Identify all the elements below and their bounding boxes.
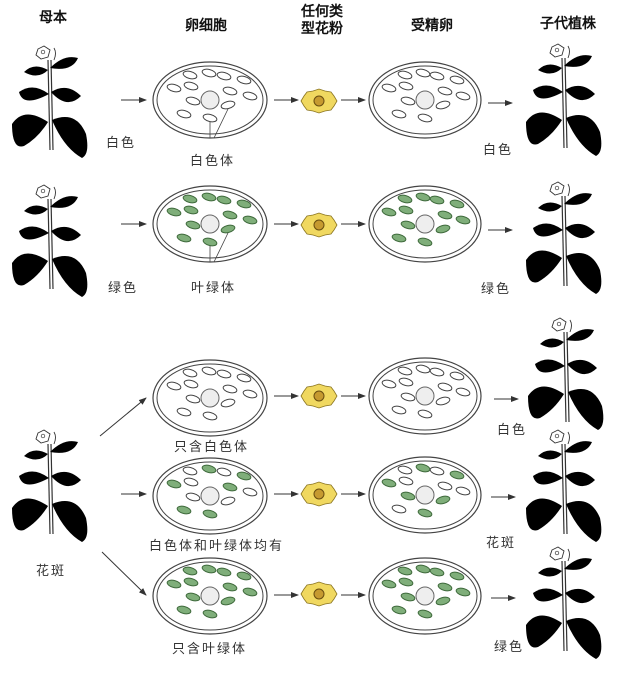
- offspring-label-white: 白色: [483, 143, 514, 158]
- arrow-icon: [99, 397, 147, 437]
- pollen-grain-icon: [300, 581, 338, 607]
- pollen-grain-icon: [300, 88, 338, 114]
- header-pollen-line2: 型花粉: [301, 21, 343, 37]
- zygote-white-plastids: [368, 61, 482, 139]
- egg-cell-mixed: [152, 457, 268, 535]
- pollen-grain-icon: [300, 481, 338, 507]
- row-green: [11, 181, 602, 298]
- header-zygote: 受精卵: [411, 18, 453, 34]
- zygote-mixed: [368, 456, 482, 534]
- offspring-label-branch-variegated: 花斑: [486, 536, 517, 551]
- egg-cell-white-plastids: [152, 61, 268, 139]
- egg-label-mixed: 白色体和叶绿体均有: [149, 539, 285, 554]
- egg-label-only-green: 只含叶绿体: [172, 642, 248, 657]
- zygote-only-white: [368, 357, 482, 435]
- header-offspring: 子代植株: [540, 16, 596, 32]
- mother-label-white: 白色: [106, 136, 137, 151]
- offspring-plant-white-icon: [525, 43, 602, 157]
- egg-cell-only-green: [152, 557, 268, 635]
- pollen-grain-icon: [300, 212, 338, 238]
- mother-label-green: 绿色: [108, 281, 139, 296]
- header-pollen-line1: 任何类: [301, 4, 343, 20]
- mother-label-variegated: 花斑: [36, 564, 67, 579]
- offspring-label-green: 绿色: [481, 282, 512, 297]
- mother-plant-white-icon: [11, 45, 88, 159]
- zygote-only-green: [368, 557, 482, 635]
- arrow-icon: [101, 551, 147, 596]
- offspring-plant-variegated-icon: [525, 429, 602, 543]
- offspring-plant-green-icon: [525, 546, 602, 660]
- mother-plant-green-icon: [11, 184, 88, 298]
- egg-cell-green-plastids: [152, 185, 268, 263]
- offspring-plant-white-icon: [527, 317, 604, 431]
- header-egg-cell: 卵细胞: [185, 18, 227, 34]
- offspring-plant-green-icon: [525, 181, 602, 295]
- row-variegated: [11, 317, 604, 660]
- egg-label-green: 叶绿体: [191, 281, 237, 296]
- offspring-label-branch-green: 绿色: [494, 640, 525, 655]
- row-white: [11, 43, 602, 159]
- header-pollen: 任何类 型花粉: [292, 4, 352, 38]
- offspring-label-branch-white: 白色: [497, 423, 528, 438]
- egg-label-only-white: 只含白色体: [174, 440, 250, 455]
- egg-cell-only-white: [152, 359, 268, 437]
- pollen-grain-icon: [300, 383, 338, 409]
- header-mother: 母本: [39, 10, 67, 26]
- egg-label-white: 白色体: [190, 154, 236, 169]
- mother-plant-variegated-icon: [11, 429, 88, 543]
- zygote-green-plastids: [368, 185, 482, 263]
